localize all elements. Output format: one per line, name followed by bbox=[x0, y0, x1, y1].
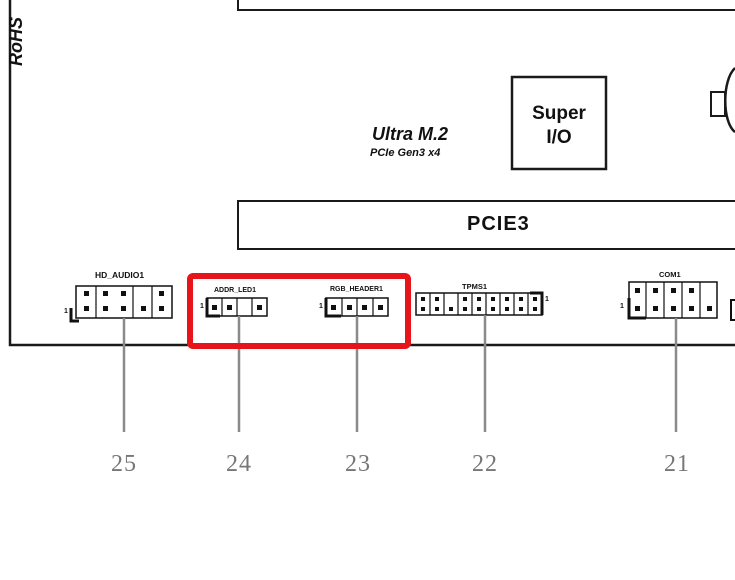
super-io-chip bbox=[510, 75, 608, 171]
pcie3-slot bbox=[237, 200, 735, 250]
addr-led1-pin1-label: 1 bbox=[200, 303, 204, 310]
rgb-header1-header bbox=[324, 297, 389, 318]
callout-lines bbox=[122, 315, 678, 432]
callout-22: 22 bbox=[472, 451, 498, 477]
callout-23: 23 bbox=[345, 451, 371, 477]
top-component-edge bbox=[237, 0, 735, 11]
callout-21: 21 bbox=[664, 451, 690, 477]
addr-led1-label: ADDR_LED1 bbox=[214, 287, 257, 294]
hd-audio1-pin1-label: 1 bbox=[64, 308, 68, 315]
callout-25: 25 bbox=[111, 451, 137, 477]
addr-led1-header bbox=[205, 297, 268, 318]
hd-audio1-header bbox=[69, 285, 173, 323]
pcie3-label: PCIE3 bbox=[467, 213, 530, 235]
highlight-box bbox=[187, 273, 411, 349]
ultra-m2-title: Ultra M.2 bbox=[372, 124, 449, 144]
tpms1-header bbox=[415, 291, 544, 316]
super-io-line2: I/O bbox=[546, 127, 572, 148]
battery-clip bbox=[710, 91, 726, 117]
board-outline bbox=[8, 0, 735, 347]
callout-24: 24 bbox=[226, 451, 252, 477]
hd-audio1-label: HD_AUDIO1 bbox=[95, 270, 145, 280]
tpms1-label: TPMS1 bbox=[462, 282, 488, 291]
super-io-line1: Super bbox=[532, 103, 586, 124]
com1-label: COM1 bbox=[659, 270, 681, 279]
com1-header bbox=[627, 281, 718, 320]
tpms1-pin1-label: 1 bbox=[545, 296, 549, 303]
com1-pin1-label: 1 bbox=[620, 303, 624, 310]
ultra-m2-subtitle: PCIe Gen3 x4 bbox=[370, 147, 441, 159]
battery-edge bbox=[724, 67, 735, 133]
rohs-label: RoHS bbox=[6, 17, 26, 66]
rgb-header1-label: RGB_HEADER1 bbox=[330, 286, 383, 293]
rgb-header1-pin1-label: 1 bbox=[319, 303, 323, 310]
partial-header-edge bbox=[730, 299, 735, 321]
